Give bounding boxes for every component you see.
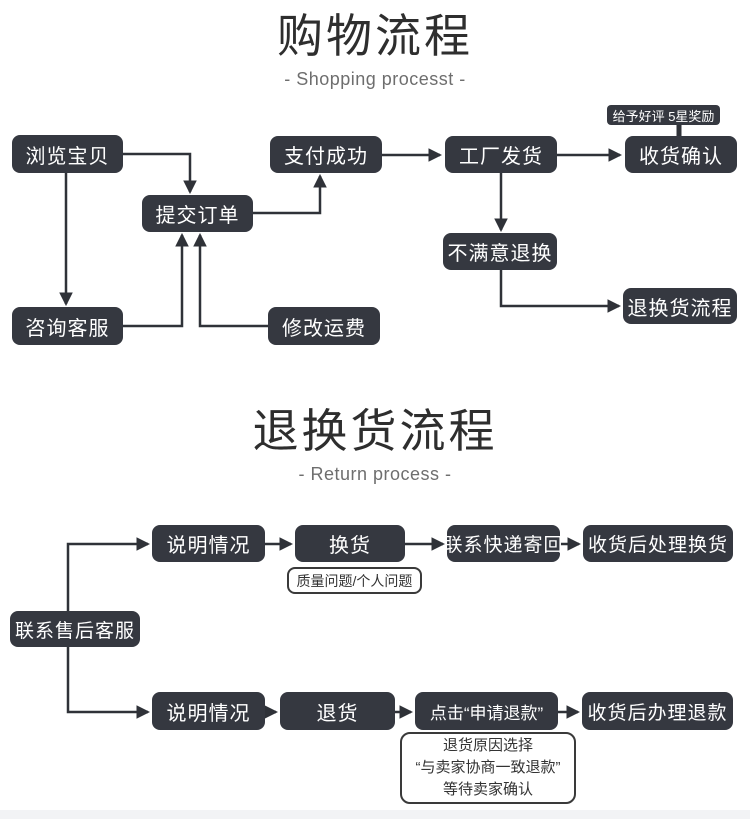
arrow-unsatisfied-to-returnflow [499,270,622,313]
shopping-section-title: 购物流程 [277,10,473,62]
five-star-reward-badge: 给予好评 5星奖励 [607,105,720,125]
flow-node-explain-exchange: 说明情况 [152,525,265,562]
flow-node-handle-refund: 收货后办理退款 [582,692,733,730]
flow-node-exchange: 换货 [295,525,405,562]
refund-note-line-2: “与卖家协商一致退款” [415,759,561,776]
flow-node-submit: 提交订单 [142,195,253,232]
shopping-section-subtitle: - Shopping processt - [284,69,466,89]
returns-section-title: 退换货流程 [252,405,498,457]
refund-note-line-1: 退货原因选择 [442,737,533,754]
flow-node-apply-refund: 点击“申请退款” [415,692,558,730]
returns-section-subtitle: - Return process - [298,464,452,484]
arrow-modifyfee-to-submit [193,232,268,328]
flow-node-browse: 浏览宝贝 [12,135,123,173]
arrow-contact-to-explain-exchange [66,537,151,611]
flow-node-receive: 收货确认 [625,136,737,173]
flow-node-explain-refund: 说明情况 [152,692,265,730]
arrow-browse-to-submit [123,152,197,195]
arrow-submit-to-pay [253,173,327,215]
flow-node-modify-fee: 修改运费 [268,307,380,345]
flow-node-handle-exchange: 收货后处理换货 [583,525,733,562]
flow-node-return-flow: 退换货流程 [623,288,737,324]
flow-node-courier-back: 联系快递寄回 [444,525,563,562]
footer-strip [0,810,750,819]
flow-node-consult: 咨询客服 [12,307,123,345]
arrow-contact-to-explain-refund [66,647,151,719]
refund-reason-note: 退货原因选择 “与卖家协商一致退款” 等待卖家确认 [400,732,576,804]
flow-node-ship: 工厂发货 [445,136,557,173]
refund-note-line-3: 等待卖家确认 [442,781,533,798]
flow-node-return-goods: 退货 [280,692,395,730]
flow-node-unsatisfied: 不满意退换 [443,233,557,270]
flow-node-contact-service: 联系售后客服 [10,611,140,647]
arrow-consult-to-submit [123,232,189,328]
exchange-reason-note: 质量问题/个人问题 [287,567,422,594]
flow-node-pay: 支付成功 [270,136,382,173]
